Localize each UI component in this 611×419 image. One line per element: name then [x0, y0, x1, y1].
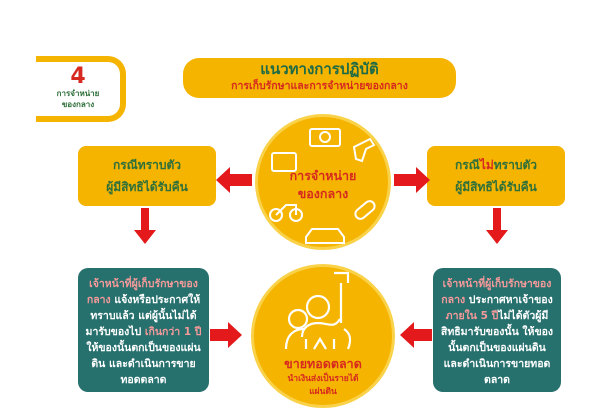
center-title-line1: การจำหน่าย: [289, 168, 357, 183]
pills-icon: [354, 200, 376, 220]
treasure-chest-icon: [271, 152, 297, 172]
auction-circle: ขายทอดตลาด นำเงินส่งเป็นรายได้ แผ่นดิน: [251, 264, 395, 408]
motorcycle-icon: [269, 208, 283, 222]
page-subtitle: การเก็บรักษาและการจำหน่ายของกลาง: [231, 80, 408, 92]
disposal-circle: การจำหน่าย ของกลาง: [255, 114, 391, 250]
auction-note: แผ่นดิน: [309, 387, 337, 397]
auction-note: นำเงินส่งเป็นรายได้: [287, 374, 359, 384]
money-icon: [309, 128, 341, 147]
money-icon: [319, 131, 331, 143]
auction-title: ขายทอดตลาด: [284, 356, 362, 371]
arrow-down-icon: [134, 208, 156, 244]
section-number: 4: [70, 64, 86, 89]
known-owner-case: กรณีทราบตัว ผู้มีสิทธิได้รับคืน: [78, 146, 216, 206]
arrow-left-icon: [216, 167, 252, 193]
case-label: ผู้มีสิทธิได้รับคืน: [106, 180, 188, 194]
header-pill: แนวทางการปฏิบัติ การเก็บรักษาและการจำหน่…: [183, 58, 456, 98]
center-title-line2: ของกลาง: [297, 186, 349, 201]
arrow-right-icon: [394, 167, 430, 193]
badge-label: การจำหน่าย: [56, 89, 100, 98]
evidence-icons: [269, 128, 376, 244]
unknown-owner-detail: เจ้าหน้าที่ผู้เก็บรักษาของกลาง ประกาศหาเ…: [433, 268, 561, 392]
arrow-down-icon: [486, 208, 508, 244]
page-title: แนวทางการปฏิบัติ: [260, 60, 379, 78]
known-owner-detail: เจ้าหน้าที่ผู้เก็บรักษาของกลาง แจ้งหรือป…: [78, 268, 209, 392]
section-badge: 4 การจำหน่าย ของกลาง: [36, 56, 126, 122]
arrow-left-icon: [400, 322, 432, 348]
case-label: กรณีไม่ทราบตัว: [454, 158, 538, 172]
arrow-right-icon: [210, 322, 242, 348]
gun-icon: [352, 137, 376, 163]
auction-people-icon: [284, 271, 352, 350]
case-label: กรณีทราบตัว: [112, 158, 182, 172]
case-label: ผู้มีสิทธิได้รับคืน: [455, 180, 537, 194]
badge-label: ของกลาง: [61, 100, 95, 109]
unknown-owner-case: กรณีไม่ทราบตัว ผู้มีสิทธิได้รับคืน: [427, 146, 565, 206]
car-icon: [305, 228, 345, 244]
